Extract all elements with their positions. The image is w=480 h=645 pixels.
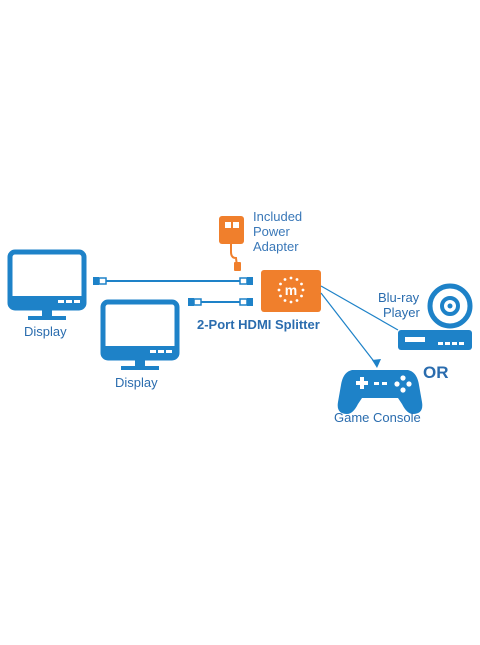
game-controller-icon bbox=[337, 370, 423, 414]
or-label: OR bbox=[423, 363, 449, 382]
console-connection-line bbox=[320, 292, 377, 365]
bluray-player-icon bbox=[398, 283, 473, 350]
hdmi-cable-1 bbox=[93, 277, 253, 285]
display-icon-2 bbox=[100, 299, 180, 370]
hdmi-cable-2 bbox=[188, 298, 253, 306]
bluray-label-line2: Player bbox=[383, 305, 420, 320]
power-adapter-label-line2: Power bbox=[253, 224, 290, 239]
hdmi-splitter-icon: m bbox=[261, 270, 321, 312]
console-arrow-icon bbox=[372, 359, 381, 368]
splitter-label: 2-Port HDMI Splitter bbox=[197, 317, 320, 332]
bluray-connection-line bbox=[320, 285, 399, 331]
game-console-label: Game Console bbox=[334, 410, 421, 425]
power-adapter-label-line3: Adapter bbox=[253, 239, 299, 254]
display-label-1: Display bbox=[24, 324, 67, 339]
power-adapter-label-line1: Included bbox=[253, 209, 303, 224]
power-adapter-icon bbox=[219, 216, 244, 271]
display-label-2: Display bbox=[115, 375, 158, 390]
bluray-label-line1: Blu-ray bbox=[378, 290, 420, 305]
splitter-logo: m bbox=[285, 282, 297, 298]
display-icon-1 bbox=[7, 249, 87, 320]
